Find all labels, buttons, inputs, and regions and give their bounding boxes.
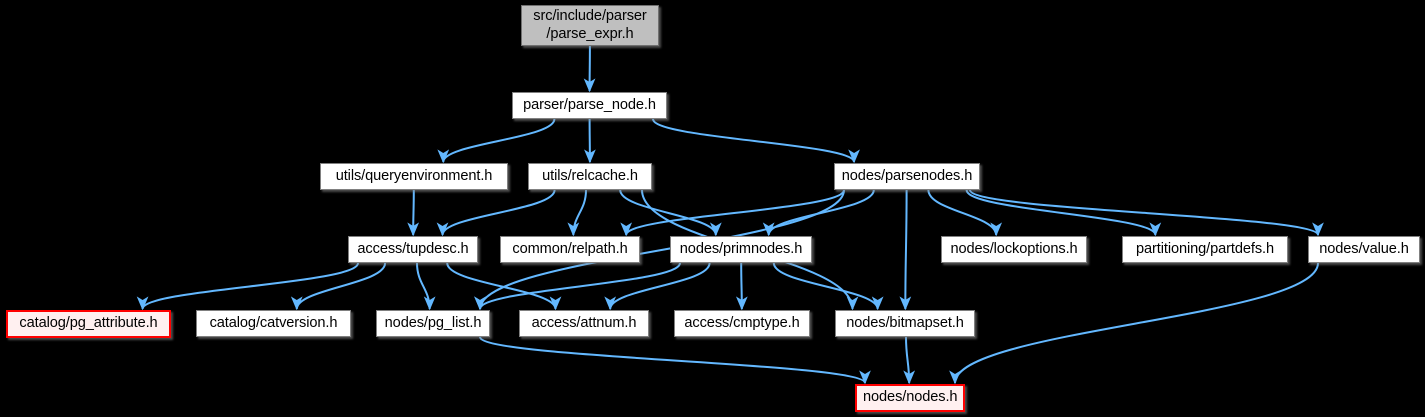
graph-edge-relcache-to-relpath bbox=[567, 189, 587, 237]
graph-edge-parsenodes-to-bitmapset bbox=[899, 189, 912, 311]
graph-node-label: nodes/nodes.h bbox=[863, 389, 958, 406]
graph-node-nodes[interactable]: nodes/nodes.h bbox=[855, 384, 965, 412]
graph-node-label: access/cmptype.h bbox=[684, 314, 800, 331]
graph-node-queryenvironment[interactable]: utils/queryenvironment.h bbox=[320, 163, 508, 190]
graph-node-parse_node[interactable]: parser/parse_node.h bbox=[512, 92, 667, 119]
graph-node-parse_expr[interactable]: src/include/parser /parse_expr.h bbox=[521, 5, 659, 46]
graph-edge-parsenodes-to-value bbox=[969, 189, 1324, 237]
graph-node-label: nodes/primnodes.h bbox=[679, 240, 803, 257]
graph-edge-bitmapset-to-nodes bbox=[903, 336, 916, 385]
graph-node-relcache[interactable]: utils/relcache.h bbox=[528, 163, 652, 190]
graph-node-relpath[interactable]: common/relpath.h bbox=[500, 236, 640, 263]
graph-node-label: access/tupdesc.h bbox=[357, 240, 469, 257]
graph-node-tupdesc[interactable]: access/tupdesc.h bbox=[348, 236, 478, 263]
graph-node-label: utils/relcache.h bbox=[542, 167, 638, 184]
graph-node-partdefs[interactable]: partitioning/partdefs.h bbox=[1122, 236, 1288, 263]
graph-node-label: access/attnum.h bbox=[531, 314, 637, 331]
graph-node-label: nodes/pg_list.h bbox=[384, 314, 482, 331]
graph-node-label: nodes/parsenodes.h bbox=[841, 167, 973, 184]
graph-node-primnodes[interactable]: nodes/primnodes.h bbox=[670, 236, 812, 263]
graph-node-label: nodes/bitmapset.h bbox=[846, 314, 964, 331]
graph-edge-relcache-to-primnodes bbox=[619, 189, 722, 237]
graph-edge-queryenvironment-to-tupdesc bbox=[407, 189, 420, 237]
graph-edge-relcache-to-tupdesc bbox=[436, 189, 556, 237]
graph-node-label: parser/parse_node.h bbox=[523, 96, 656, 113]
graph-node-parsenodes[interactable]: nodes/parsenodes.h bbox=[834, 163, 980, 190]
graph-edge-primnodes-to-cmptype bbox=[735, 262, 748, 311]
graph-node-pg_attribute[interactable]: catalog/pg_attribute.h bbox=[6, 310, 171, 338]
graph-node-cmptype[interactable]: access/cmptype.h bbox=[674, 310, 810, 337]
graph-edge-parsenodes-to-relpath bbox=[620, 189, 845, 237]
graph-node-lockoptions[interactable]: nodes/lockoptions.h bbox=[941, 236, 1087, 263]
graph-node-label: src/include/parser /parse_expr.h bbox=[533, 8, 647, 42]
graph-node-label: utils/queryenvironment.h bbox=[335, 167, 493, 184]
graph-node-label: nodes/lockoptions.h bbox=[950, 240, 1078, 257]
graph-edge-parse_node-to-queryenvironment bbox=[437, 118, 556, 164]
graph-edge-parsenodes-to-lockoptions bbox=[927, 189, 1003, 237]
graph-node-value[interactable]: nodes/value.h bbox=[1308, 236, 1420, 263]
graph-node-pg_list[interactable]: nodes/pg_list.h bbox=[376, 310, 490, 337]
graph-node-attnum[interactable]: access/attnum.h bbox=[519, 310, 649, 337]
graph-edge-value-to-nodes bbox=[949, 262, 1319, 385]
graph-edge-tupdesc-to-attnum bbox=[446, 262, 562, 311]
graph-node-bitmapset[interactable]: nodes/bitmapset.h bbox=[835, 310, 975, 337]
graph-node-label: catalog/pg_attribute.h bbox=[19, 315, 158, 332]
graph-edge-primnodes-to-attnum bbox=[604, 262, 711, 311]
graph-edge-tupdesc-to-catversion bbox=[290, 262, 387, 311]
graph-edge-parse_node-to-parsenodes bbox=[652, 118, 860, 164]
graph-edge-parsenodes-to-partdefs bbox=[965, 189, 1162, 237]
graph-edge-primnodes-to-bitmapset bbox=[772, 262, 884, 311]
graph-node-catversion[interactable]: catalog/catversion.h bbox=[196, 310, 351, 337]
graph-edge-tupdesc-to-pg_attribute bbox=[136, 262, 359, 311]
graph-node-label: nodes/value.h bbox=[1319, 240, 1409, 257]
graph-edge-parsenodes-to-primnodes bbox=[762, 189, 875, 237]
graph-edge-pg_list-to-nodes bbox=[479, 336, 871, 385]
graph-node-label: catalog/catversion.h bbox=[209, 314, 338, 331]
graph-edge-primnodes-to-pg_list bbox=[474, 262, 681, 311]
graph-node-label: common/relpath.h bbox=[512, 240, 628, 257]
graph-edge-tupdesc-to-pg_list bbox=[416, 262, 436, 311]
graph-node-label: partitioning/partdefs.h bbox=[1135, 240, 1275, 257]
